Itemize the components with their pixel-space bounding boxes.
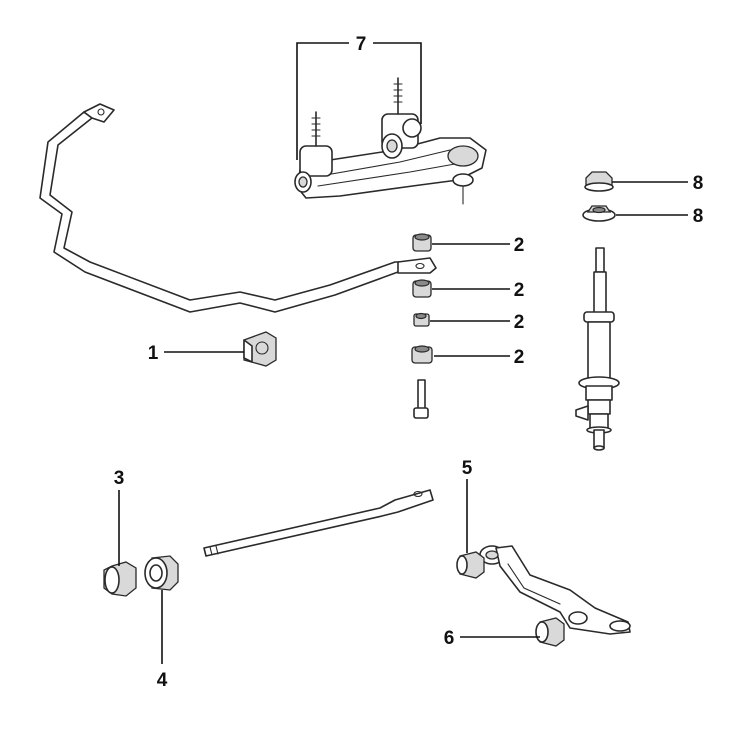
link-bushings-part-2 — [411, 233, 433, 419]
radius-rod — [203, 489, 434, 557]
stabilizer-bushing-part-1 — [243, 331, 277, 367]
callout-labels: 1 2 2 2 2 3 4 5 6 7 8 8 — [114, 34, 704, 691]
callout-8a: 8 — [693, 173, 704, 194]
callout-2c: 2 — [514, 312, 525, 333]
upper-control-arm-part-7 — [294, 77, 487, 205]
shock-absorber — [575, 247, 620, 451]
arm-bushing-part-5 — [456, 551, 485, 579]
arm-bushing-part-6 — [535, 617, 565, 647]
callout-6: 6 — [444, 628, 455, 649]
strut-mount-part-8 — [582, 171, 616, 222]
rod-bushing-part-4 — [144, 555, 179, 591]
callout-1: 1 — [148, 343, 159, 364]
callout-2b: 2 — [514, 280, 525, 301]
callout-2d: 2 — [514, 347, 525, 368]
callout-5: 5 — [462, 458, 473, 479]
leader-lines — [118, 42, 688, 664]
callout-7: 7 — [356, 34, 367, 55]
callout-2a: 2 — [514, 235, 525, 256]
bushing-2d — [411, 345, 433, 364]
nut-2c — [413, 312, 430, 327]
callout-8b: 8 — [693, 206, 704, 227]
bushing-2b — [412, 279, 432, 298]
bolt-link — [413, 379, 429, 419]
callout-4: 4 — [157, 670, 168, 691]
callout-3: 3 — [114, 468, 125, 489]
lower-control-arm — [479, 545, 631, 635]
stabilizer-bar — [39, 103, 437, 313]
rod-bushing-part-3 — [103, 561, 137, 597]
bushing-2a — [412, 233, 432, 252]
